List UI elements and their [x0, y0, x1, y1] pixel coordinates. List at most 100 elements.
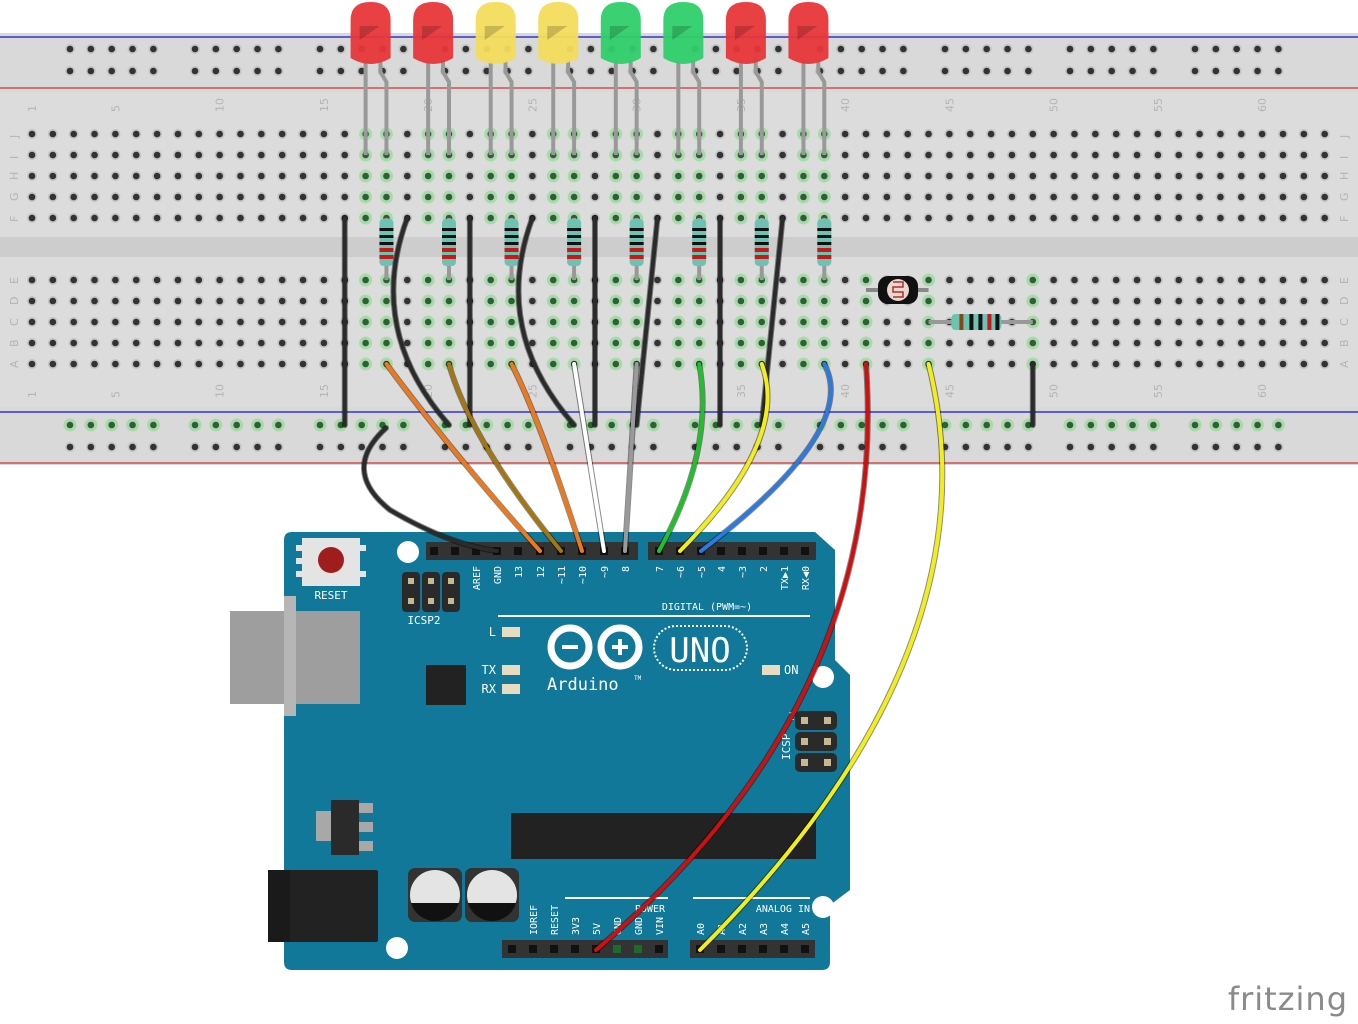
breadboard-hole[interactable]: [821, 318, 828, 326]
breadboard-hole[interactable]: [132, 276, 140, 284]
breadboard-hole[interactable]: [691, 421, 699, 429]
breadboard-hole[interactable]: [883, 360, 891, 368]
breadboard-hole[interactable]: [1133, 360, 1141, 368]
breadboard-hole[interactable]: [1092, 172, 1099, 180]
breadboard-hole[interactable]: [487, 297, 495, 305]
breadboard-hole[interactable]: [904, 360, 911, 368]
breadboard-hole[interactable]: [529, 172, 536, 180]
breadboard-hole[interactable]: [320, 318, 328, 326]
breadboard-hole[interactable]: [174, 318, 182, 326]
breadboard-hole[interactable]: [858, 45, 865, 53]
breadboard-hole[interactable]: [91, 339, 98, 347]
breadboard-hole[interactable]: [1254, 45, 1261, 53]
breadboard-hole[interactable]: [529, 276, 536, 284]
breadboard-hole[interactable]: [962, 67, 970, 75]
breadboard-hole[interactable]: [1196, 130, 1203, 138]
breadboard-hole[interactable]: [879, 45, 886, 53]
breadboard-hole[interactable]: [821, 172, 828, 180]
breadboard-hole[interactable]: [153, 130, 161, 138]
breadboard-hole[interactable]: [316, 45, 324, 53]
breadboard-hole[interactable]: [529, 193, 536, 201]
breadboard-hole[interactable]: [341, 130, 349, 138]
breadboard-hole[interactable]: [1279, 214, 1287, 222]
breadboard-hole[interactable]: [70, 276, 77, 284]
breadboard-hole[interactable]: [316, 421, 324, 429]
breadboard-hole[interactable]: [462, 45, 470, 53]
breadboard-hole[interactable]: [216, 276, 223, 284]
breadboard-hole[interactable]: [1150, 443, 1157, 451]
resistor-2[interactable]: [442, 218, 456, 280]
breadboard-hole[interactable]: [237, 151, 244, 159]
breadboard-hole[interactable]: [779, 360, 786, 368]
breadboard-hole[interactable]: [216, 297, 223, 305]
breadboard-hole[interactable]: [195, 151, 203, 159]
reset-button-cap[interactable]: [318, 547, 344, 573]
breadboard-hole[interactable]: [1217, 276, 1224, 284]
led-lens[interactable]: [600, 2, 641, 64]
breadboard-hole[interactable]: [28, 214, 36, 222]
breadboard-hole[interactable]: [233, 421, 240, 429]
breadboard-hole[interactable]: [1066, 443, 1074, 451]
breadboard-hole[interactable]: [28, 193, 36, 201]
breadboard-hole[interactable]: [675, 318, 682, 326]
breadboard-hole[interactable]: [633, 172, 640, 180]
breadboard-hole[interactable]: [1133, 339, 1141, 347]
breadboard-hole[interactable]: [1321, 360, 1328, 368]
breadboard-hole[interactable]: [716, 151, 724, 159]
breadboard-hole[interactable]: [633, 193, 640, 201]
breadboard-hole[interactable]: [112, 193, 119, 201]
breadboard-hole[interactable]: [1321, 297, 1328, 305]
breadboard-hole[interactable]: [150, 67, 157, 75]
breadboard-hole[interactable]: [1108, 421, 1115, 429]
breadboard-hole[interactable]: [132, 339, 140, 347]
breadboard-hole[interactable]: [883, 193, 891, 201]
breadboard-hole[interactable]: [612, 360, 620, 368]
breadboard-hole[interactable]: [153, 151, 161, 159]
breadboard-hole[interactable]: [675, 276, 682, 284]
analog-pin[interactable]: [759, 945, 767, 953]
power-pin[interactable]: [613, 945, 621, 953]
breadboard-hole[interactable]: [254, 67, 261, 75]
breadboard-hole[interactable]: [816, 443, 824, 451]
led-6[interactable]: [663, 2, 704, 155]
breadboard-hole[interactable]: [775, 67, 782, 75]
breadboard-hole[interactable]: [91, 318, 98, 326]
breadboard-hole[interactable]: [633, 339, 640, 347]
breadboard-hole[interactable]: [695, 193, 703, 201]
breadboard-hole[interactable]: [549, 318, 557, 326]
breadboard-hole[interactable]: [1238, 172, 1245, 180]
breadboard-hole[interactable]: [529, 318, 536, 326]
breadboard-hole[interactable]: [320, 276, 328, 284]
breadboard-hole[interactable]: [862, 130, 870, 138]
breadboard-hole[interactable]: [362, 360, 369, 368]
breadboard-hole[interactable]: [358, 443, 366, 451]
breadboard-hole[interactable]: [900, 421, 907, 429]
breadboard-hole[interactable]: [132, 193, 140, 201]
breadboard-hole[interactable]: [1050, 360, 1057, 368]
breadboard-hole[interactable]: [608, 67, 615, 75]
breadboard-hole[interactable]: [675, 339, 682, 347]
breadboard-hole[interactable]: [1071, 318, 1078, 326]
breadboard-hole[interactable]: [1112, 276, 1120, 284]
breadboard-hole[interactable]: [966, 172, 974, 180]
breadboard-hole[interactable]: [112, 360, 119, 368]
breadboard-hole[interactable]: [132, 151, 140, 159]
breadboard-hole[interactable]: [570, 193, 578, 201]
breadboard-hole[interactable]: [883, 339, 891, 347]
breadboard-hole[interactable]: [650, 45, 657, 53]
breadboard-hole[interactable]: [841, 172, 849, 180]
breadboard-hole[interactable]: [925, 297, 932, 305]
breadboard-hole[interactable]: [49, 339, 57, 347]
breadboard-hole[interactable]: [237, 318, 244, 326]
breadboard-hole[interactable]: [28, 360, 36, 368]
breadboard-hole[interactable]: [1217, 172, 1224, 180]
breadboard-hole[interactable]: [132, 360, 140, 368]
breadboard-hole[interactable]: [87, 421, 95, 429]
breadboard-hole[interactable]: [1233, 45, 1240, 53]
breadboard-hole[interactable]: [1092, 297, 1099, 305]
breadboard-hole[interactable]: [1133, 172, 1141, 180]
breadboard-hole[interactable]: [549, 193, 557, 201]
breadboard-hole[interactable]: [1071, 360, 1078, 368]
breadboard-hole[interactable]: [650, 443, 657, 451]
breadboard-hole[interactable]: [66, 45, 74, 53]
